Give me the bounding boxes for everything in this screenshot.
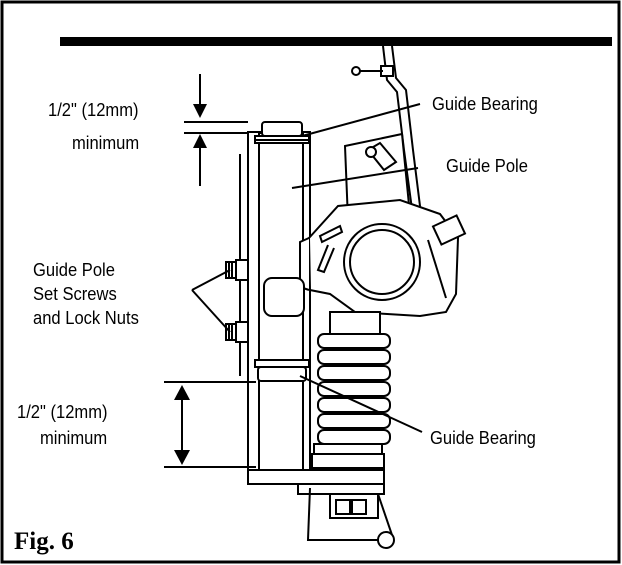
bottom-dimension-label-line2: minimum [40,428,108,448]
guide-pole-label: Guide Pole [446,156,528,176]
set-screws-and-lock-nuts [225,259,249,343]
bottom-guide-bearing [257,366,307,382]
mounting-bar [60,37,612,46]
guide-bearing-top-label: Guide Bearing [432,94,538,114]
guide-assembly-drawing [225,45,467,549]
set-screws-label-line3: and Lock Nuts [33,308,139,328]
annotation-lines [164,74,423,468]
figure-label: Fig. 6 [14,528,74,555]
set-screws-label-line2: Set Screws [33,284,117,304]
bottom-dimension-label-line1: 1/2" (12mm) [17,402,108,422]
arrowheads [174,104,207,465]
top-dimension-label-line2: minimum [72,133,140,153]
guide-bearing-bottom-label: Guide Bearing [430,428,536,448]
spring [317,333,391,445]
set-screws-label-line1: Guide Pole [33,260,115,280]
top-guide-bearing [261,121,303,137]
top-dimension-label-line1: 1/2" (12mm) [48,100,139,120]
